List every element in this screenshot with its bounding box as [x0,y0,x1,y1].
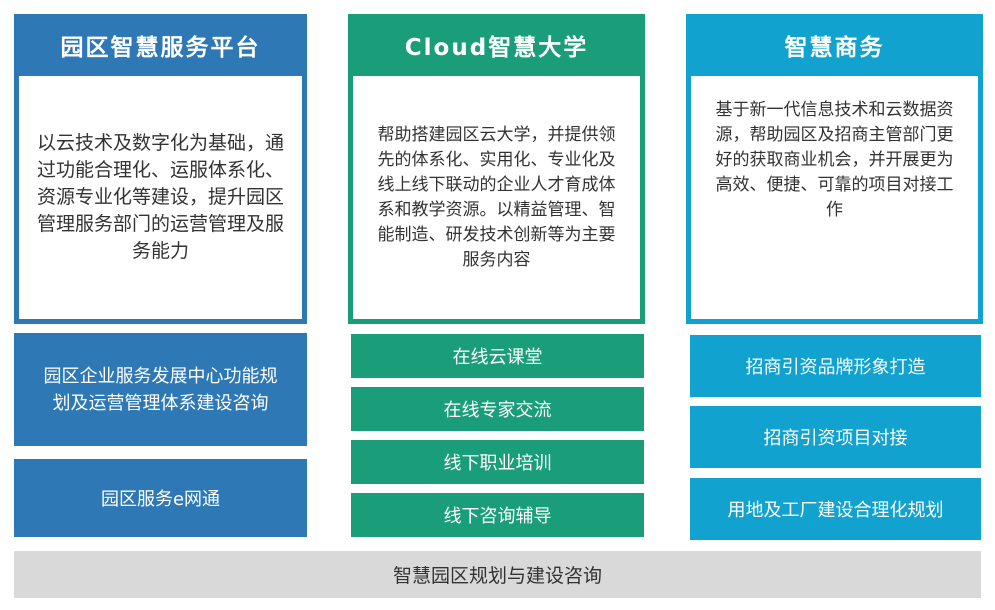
service-item-land-factory-planning: 用地及工厂建设合理化规划 [690,478,981,540]
service-item-online-expert-exchange: 在线专家交流 [351,387,644,431]
card-description: 基于新一代信息技术和云数据资源，帮助园区及招商主管部门更好的获取商业机会，并开展… [715,100,954,220]
card-description-box: 以云技术及数字化为基础，通过功能合理化、运服体系化、资源专业化等建设，提升园区管… [19,76,302,319]
card-title: Cloud智慧大学 [404,35,589,61]
card-park-smart-service-platform: 园区智慧服务平台 以云技术及数字化为基础，通过功能合理化、运服体系化、资源专业化… [14,14,307,324]
service-item-investment-branding: 招商引资品牌形象打造 [690,335,981,397]
card-smart-business: 智慧商务 基于新一代信息技术和云数据资源，帮助园区及招商主管部门更好的获取商业机… [686,14,983,324]
card-description: 以云技术及数字化为基础，通过功能合理化、运服体系化、资源专业化等建设，提升园区管… [36,132,284,262]
service-item-offline-consulting: 线下咨询辅导 [351,493,644,537]
service-item-park-e-net: 园区服务e网通 [14,459,307,537]
service-item-investment-matching: 招商引资项目对接 [690,406,981,468]
card-description-box: 帮助搭建园区云大学，并提供领先的体系化、实用化、专业化及线上线下联动的企业人才育… [353,76,640,319]
card-cloud-smart-university: Cloud智慧大学 帮助搭建园区云大学，并提供领先的体系化、实用化、专业化及线上… [348,14,645,324]
card-description: 帮助搭建园区云大学，并提供领先的体系化、实用化、专业化及线上线下联动的企业人才育… [377,124,616,270]
footer-banner: 智慧园区规划与建设咨询 [14,551,981,598]
card-title: 智慧商务 [784,35,885,61]
service-item-online-cloud-class: 在线云课堂 [351,334,644,378]
card-title: 园区智慧服务平台 [60,35,261,61]
service-item-park-planning: 园区企业服务发展中心功能规划及运营管理体系建设咨询 [14,333,307,446]
card-description-box: 基于新一代信息技术和云数据资源，帮助园区及招商主管部门更好的获取商业机会，并开展… [691,76,978,319]
service-item-offline-training: 线下职业培训 [351,440,644,484]
